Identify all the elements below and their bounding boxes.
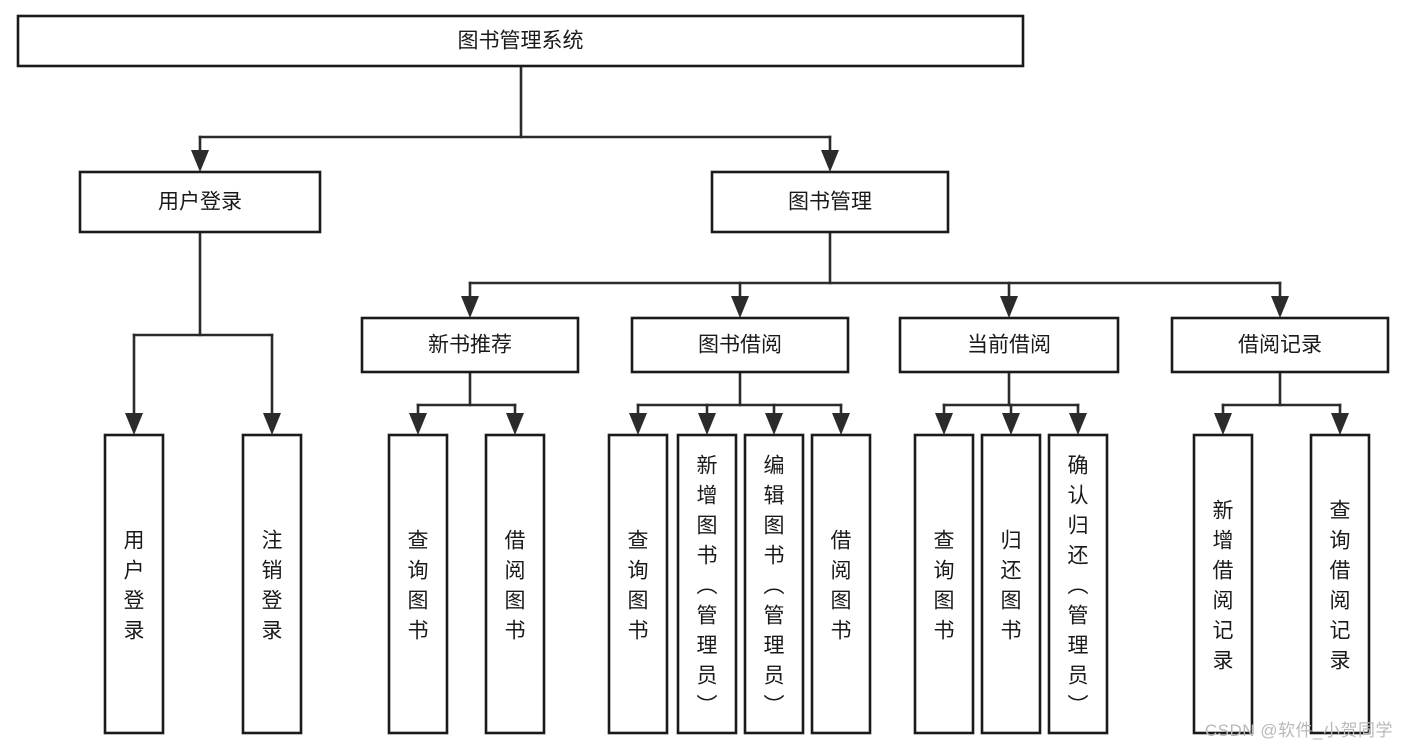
level2-node-label: 借阅记录: [1238, 334, 1322, 357]
leaf-node-label: 查询图书: [408, 529, 429, 642]
connector-group: [125, 230, 281, 435]
leaf-node-11[interactable]: 确认归还︵管理员︶: [1047, 433, 1109, 735]
arrow-head-icon: [1000, 296, 1018, 318]
leaf-node-box[interactable]: [743, 433, 805, 735]
leaf-node-box[interactable]: [241, 433, 303, 735]
leaf-node-12[interactable]: 新增借阅记录: [1192, 433, 1254, 735]
level2-node-label: 图书借阅: [698, 334, 782, 357]
leaf-node-7[interactable]: 编辑图书︵管理员︶: [743, 433, 805, 735]
leaf-node-label: 借阅图书: [505, 529, 526, 642]
leaf-node-label: 归还图书: [1001, 529, 1022, 642]
leaf-node-label: 查询图书: [934, 529, 955, 642]
leaf-node-9[interactable]: 查询图书: [913, 433, 975, 735]
level2-node-box[interactable]: [360, 316, 580, 374]
arrow-head-icon: [191, 150, 209, 172]
arrow-head-icon: [125, 413, 143, 435]
leaf-node-box[interactable]: [103, 433, 165, 735]
level2-node-2[interactable]: 图书借阅: [630, 316, 850, 374]
leaf-node-13[interactable]: 查询借阅记录: [1309, 433, 1371, 735]
arrow-head-icon: [821, 150, 839, 172]
leaf-node-box[interactable]: [607, 433, 669, 735]
leaf-node-label: 查询图书: [628, 529, 649, 642]
leaf-node-box[interactable]: [913, 433, 975, 735]
arrow-head-icon: [409, 413, 427, 435]
leaf-node-label: 借阅图书: [831, 529, 852, 642]
arrow-head-icon: [461, 296, 479, 318]
leaf-node-box[interactable]: [1192, 433, 1254, 735]
leaf-node-4[interactable]: 借阅图书: [484, 433, 546, 735]
level1-node-2[interactable]: 图书管理: [710, 170, 950, 234]
level2-node-box[interactable]: [630, 316, 850, 374]
root-node-label: 图书管理系统: [458, 30, 584, 53]
connector-group: [935, 370, 1087, 435]
arrow-head-icon: [1331, 413, 1349, 435]
leaf-node-8[interactable]: 借阅图书: [810, 433, 872, 735]
leaf-node-10[interactable]: 归还图书: [980, 433, 1042, 735]
arrow-head-icon: [1271, 296, 1289, 318]
level2-node-box[interactable]: [898, 316, 1120, 374]
level2-node-3[interactable]: 当前借阅: [898, 316, 1120, 374]
arrow-head-icon: [1069, 413, 1087, 435]
leaf-node-3[interactable]: 查询图书: [387, 433, 449, 735]
leaf-node-label: 注销登录: [262, 529, 283, 642]
leaf-node-label: 查询借阅记录: [1330, 499, 1351, 672]
leaf-node-box[interactable]: [387, 433, 449, 735]
leaf-node-label: 确认归还︵管理员︶: [1068, 454, 1089, 717]
connector-group: [191, 64, 839, 172]
leaf-node-6[interactable]: 新增图书︵管理员︶: [676, 433, 738, 735]
arrow-head-icon: [1214, 413, 1232, 435]
connector-group: [461, 230, 1289, 318]
arrow-head-icon: [506, 413, 524, 435]
root-node-1[interactable]: 图书管理系统: [16, 14, 1025, 68]
arrow-head-icon: [731, 296, 749, 318]
leaf-node-box[interactable]: [980, 433, 1042, 735]
leaf-node-label: 编辑图书︵管理员︶: [764, 454, 785, 717]
level1-node-label: 图书管理: [788, 191, 872, 214]
leaf-node-box[interactable]: [676, 433, 738, 735]
level1-node-label: 用户登录: [158, 191, 242, 214]
level1-node-box[interactable]: [78, 170, 322, 234]
leaf-node-box[interactable]: [484, 433, 546, 735]
connector-group: [629, 370, 850, 435]
level1-node-box[interactable]: [710, 170, 950, 234]
root-node-box[interactable]: [16, 14, 1025, 68]
arrow-head-icon: [629, 413, 647, 435]
connector-group: [1214, 370, 1349, 435]
arrow-head-icon: [832, 413, 850, 435]
level2-node-4[interactable]: 借阅记录: [1170, 316, 1390, 374]
level2-node-label: 新书推荐: [428, 334, 512, 357]
level2-node-box[interactable]: [1170, 316, 1390, 374]
arrow-head-icon: [1002, 413, 1020, 435]
arrow-head-icon: [765, 413, 783, 435]
leaf-node-1[interactable]: 用户登录: [103, 433, 165, 735]
leaf-node-label: 新增借阅记录: [1213, 499, 1234, 672]
level1-node-1[interactable]: 用户登录: [78, 170, 322, 234]
leaf-node-box[interactable]: [810, 433, 872, 735]
leaf-node-2[interactable]: 注销登录: [241, 433, 303, 735]
level2-node-label: 当前借阅: [967, 334, 1051, 357]
leaf-node-box[interactable]: [1309, 433, 1371, 735]
leaf-node-5[interactable]: 查询图书: [607, 433, 669, 735]
arrow-head-icon: [935, 413, 953, 435]
connector-layer: [125, 64, 1349, 435]
leaf-node-box[interactable]: [1047, 433, 1109, 735]
arrow-head-icon: [263, 413, 281, 435]
leaf-node-label: 新增图书︵管理员︶: [697, 454, 718, 717]
connector-group: [409, 370, 524, 435]
level2-node-1[interactable]: 新书推荐: [360, 316, 580, 374]
leaf-node-label: 用户登录: [124, 529, 145, 642]
node-layer: 图书管理系统用户登录图书管理新书推荐图书借阅当前借阅借阅记录用户登录注销登录查询…: [16, 14, 1390, 735]
arrow-head-icon: [698, 413, 716, 435]
